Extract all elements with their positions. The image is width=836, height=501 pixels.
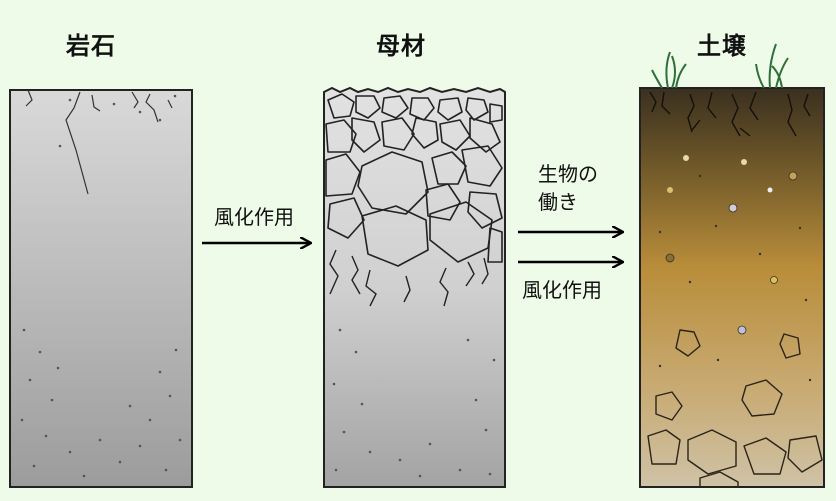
parent-cracks [329, 249, 489, 307]
grass-plants [651, 43, 789, 89]
soil-pebbles [665, 155, 798, 335]
rock-title: 岩石 [66, 32, 116, 60]
soil-title: 土壌 [697, 32, 747, 60]
parent-material-title: 母材 [376, 32, 426, 60]
rock-speckles [20, 94, 182, 478]
soil-speckles [658, 174, 812, 382]
biological-label-line2: 働き [538, 190, 578, 214]
parent-speckles [332, 328, 496, 478]
soil-column [639, 43, 825, 488]
parent-fragments [325, 93, 503, 267]
rock-column [9, 89, 193, 488]
soil-stones [647, 329, 823, 488]
parent-material-column [323, 86, 506, 488]
rock-cracks [25, 89, 173, 195]
biological-label-line1: 生物の [538, 162, 598, 186]
weathering-label-1: 風化作用 [214, 205, 294, 229]
roots [649, 91, 811, 137]
weathering-label-2: 風化作用 [522, 278, 602, 302]
